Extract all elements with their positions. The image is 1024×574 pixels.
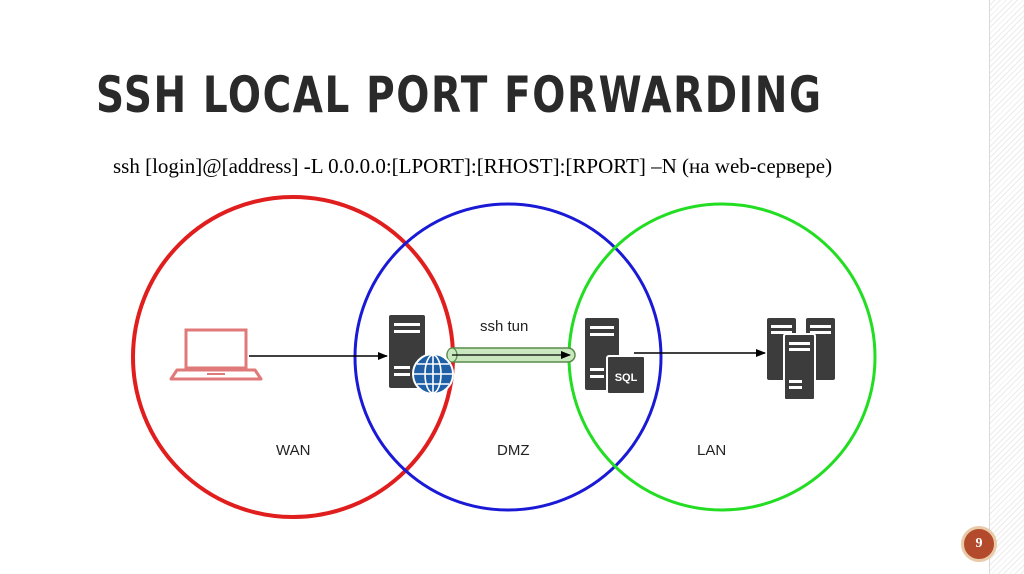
globe-icon [412, 353, 454, 395]
lan-label: LAN [697, 442, 726, 459]
dmz-label: DMZ [497, 442, 530, 459]
sql-badge-label: SQL [615, 372, 638, 384]
wan-label: WAN [276, 442, 310, 459]
sql-server-icon [585, 318, 646, 395]
slide-top-border [0, 0, 990, 10]
ssh-command-text: ssh [login]@[address] -L 0.0.0.0:[LPORT]… [113, 154, 833, 178]
laptop-icon [169, 328, 263, 381]
server-cluster-icon [767, 318, 835, 401]
slide-title: SSH LOCAL PORT FORWARDING [96, 66, 823, 124]
page-number-badge: 9 [961, 526, 997, 562]
slide-side-decoration [989, 0, 1024, 574]
dmz-zone-circle [353, 202, 663, 512]
ssh-tunnel [446, 347, 576, 363]
ssh-tunnel-label: ssh tun [480, 318, 528, 335]
